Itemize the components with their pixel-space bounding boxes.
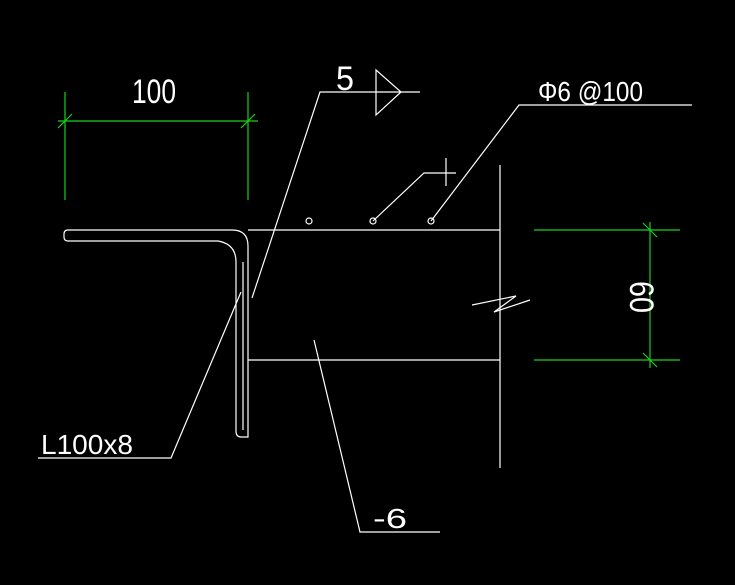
dimension-width bbox=[57, 92, 258, 200]
tick-mark-left bbox=[57, 113, 73, 129]
dimension-height bbox=[534, 222, 680, 368]
rebar-dot-3 bbox=[427, 217, 435, 225]
tick-mark-bottom bbox=[642, 352, 658, 368]
rebar-dot-1 bbox=[305, 217, 313, 225]
weld-leader-line bbox=[251, 91, 420, 299]
weld-fillet-symbol bbox=[375, 68, 402, 117]
angle-section bbox=[63, 229, 249, 438]
rebar-spec-label: Φ6 @100 bbox=[538, 76, 643, 107]
break-symbol bbox=[471, 295, 531, 313]
plate-leader-line bbox=[313, 339, 440, 533]
dimension-height-label: 60 bbox=[622, 281, 660, 313]
angle-spec-label: L100x8 bbox=[41, 429, 133, 460]
plate-thickness-label: -6 bbox=[373, 503, 407, 534]
rebar-dot-2 bbox=[369, 217, 377, 225]
tick-mark-top bbox=[642, 222, 658, 238]
dimension-width-label: 100 bbox=[132, 73, 176, 111]
angle-leader-line bbox=[38, 291, 242, 459]
tick-mark-right bbox=[240, 113, 256, 129]
rebar-leader-line bbox=[430, 104, 692, 222]
weld-size-label: 5 bbox=[336, 60, 354, 98]
rebar-leader-line-2 bbox=[372, 172, 456, 222]
